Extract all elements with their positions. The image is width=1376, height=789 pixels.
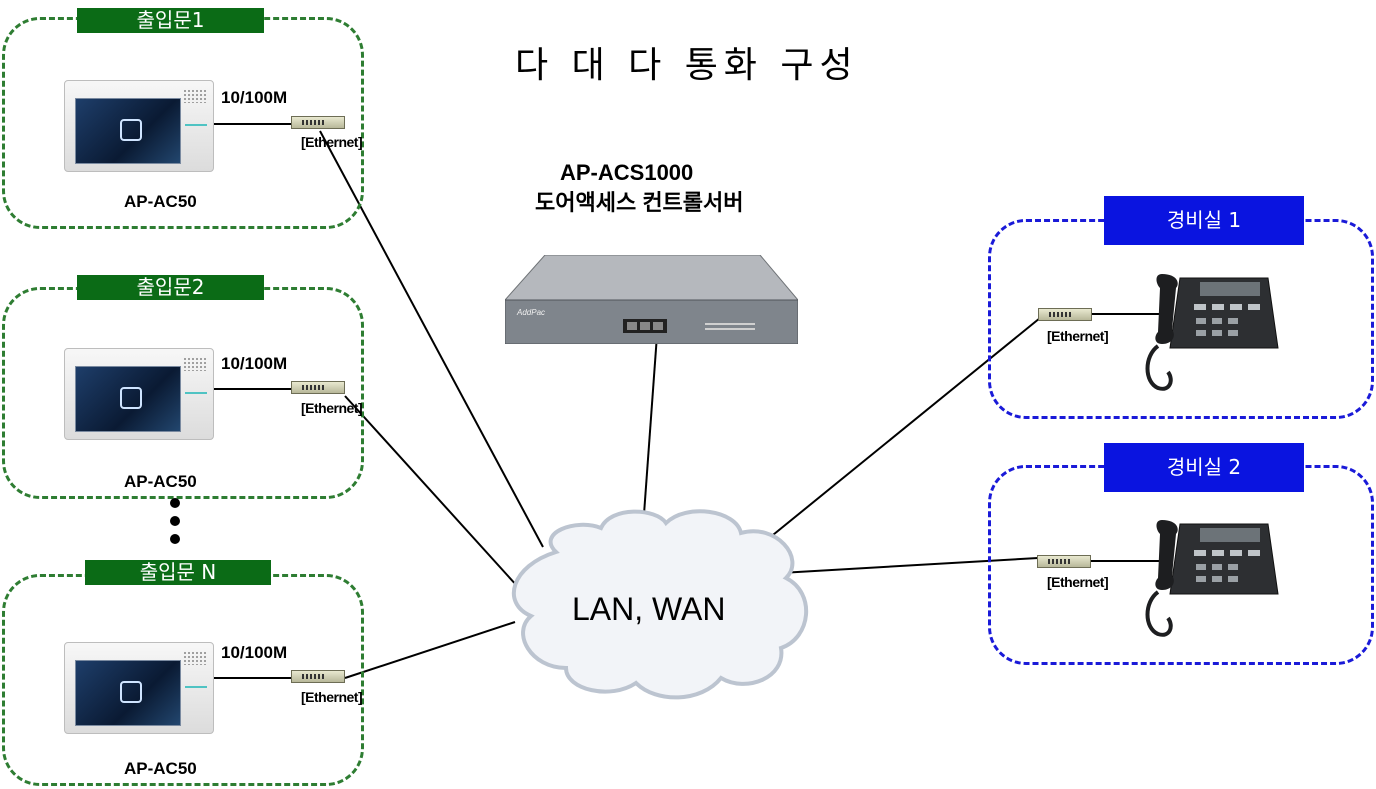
ethernet-label: [Ethernet] [301,400,363,416]
ethernet-switch-icon [1037,555,1091,568]
ap-ac50-device [64,80,214,172]
status-led [185,124,207,126]
device-label: AP-AC50 [124,192,197,211]
ethernet-switch-icon [1038,308,1092,321]
ethernet-label: [Ethernet] [1047,328,1109,344]
ethernet-switch-icon [291,381,345,394]
speed-label: 10/100M [221,354,288,373]
phone-icon [120,387,142,409]
server-description: 도어액세스 컨트롤서버 [535,190,744,215]
status-led [185,686,207,688]
ethernet-switch-icon [291,116,345,129]
ethernet-switch-icon [291,670,345,683]
ethernet-label: [Ethernet] [301,134,363,150]
ellipsis-dot [170,498,180,508]
guard-room-tag-1: 경비실 1 [1104,196,1304,245]
entrance-tag-2: 출입문2 [77,275,264,300]
phone-icon [120,681,142,703]
status-led [185,392,207,394]
speed-label: 10/100M [221,643,288,662]
server-brand: AddPac [516,308,545,317]
entrance-tag-n: 출입문 N [85,560,271,585]
ethernet-label: [Ethernet] [301,689,363,705]
ellipsis-dot [170,516,180,526]
page-title: 다 대 다 통화 구성 [515,45,859,86]
ap-ac50-device [64,348,214,440]
device-screen [75,366,181,432]
speed-label: 10/100M [221,88,288,107]
speaker-grill [183,651,207,665]
ellipsis-dot [170,534,180,544]
phone-icon [120,119,142,141]
cloud-label: LAN, WAN [572,591,726,627]
ip-phone-icon [1145,520,1279,637]
link-cloud-guard1 [751,317,1041,553]
ap-acs1000-server: AddPac [505,255,798,344]
device-screen [75,98,181,164]
ip-phone-icon [1145,274,1279,391]
server-name: AP-ACS1000 [560,160,694,185]
guard-room-tag-2: 경비실 2 [1104,443,1304,492]
device-label: AP-AC50 [124,472,197,491]
lan-wan-cloud [511,509,809,700]
link-switch2-cloud [344,395,519,588]
link-switch3-cloud [344,621,516,679]
ap-ac50-device [64,642,214,734]
speaker-grill [183,357,207,371]
link-server-cloud [642,334,658,529]
entrance-tag-1: 출입문1 [77,8,264,33]
device-screen [75,660,181,726]
device-label: AP-AC50 [124,759,197,778]
link-cloud-guard2 [762,557,1039,575]
speaker-grill [183,89,207,103]
ethernet-label: [Ethernet] [1047,574,1109,590]
